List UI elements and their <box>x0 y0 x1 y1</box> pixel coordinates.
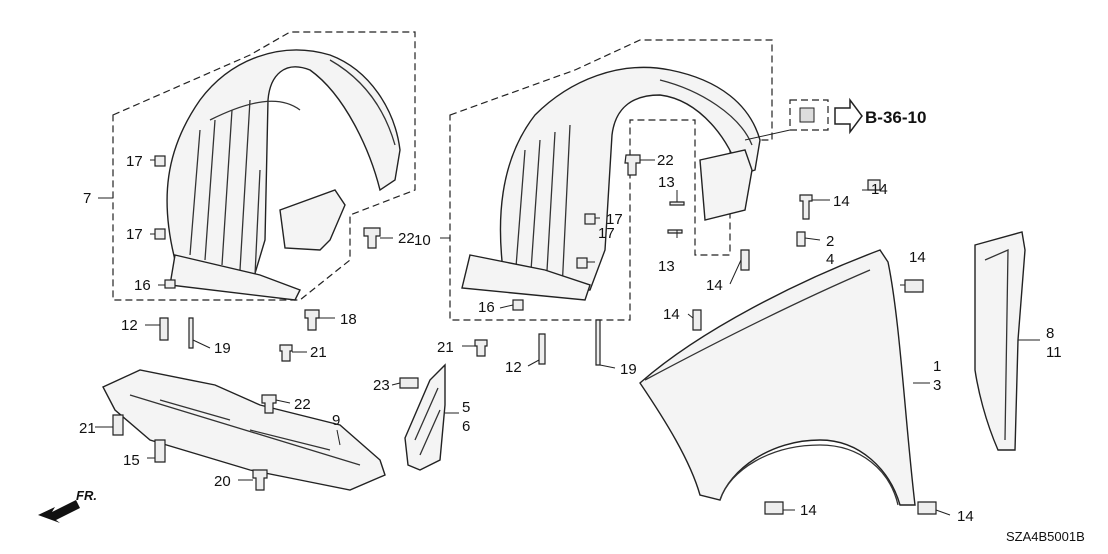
callout-14: 14 <box>909 249 926 266</box>
callout-8: 8 <box>1046 325 1055 342</box>
callout-21: 21 <box>79 420 96 437</box>
callout-18: 18 <box>340 311 357 328</box>
reference-box <box>744 97 863 141</box>
callout-20: 20 <box>214 473 231 490</box>
callout-6: 6 <box>462 418 471 435</box>
callout-22: 22 <box>657 152 674 169</box>
callout-17: 17 <box>126 226 143 243</box>
callout-16: 16 <box>478 299 495 316</box>
callout-16: 16 <box>134 277 151 294</box>
callout-14: 14 <box>957 508 974 525</box>
fender-side-seal <box>974 231 1026 451</box>
leader-lines <box>95 159 1040 516</box>
callout-14: 14 <box>706 277 723 294</box>
callout-11: 11 <box>1046 344 1062 361</box>
callout-21: 21 <box>310 344 327 361</box>
callout-15: 15 <box>123 452 140 469</box>
splash-shield <box>102 369 386 491</box>
callout-9: 9 <box>332 412 341 429</box>
callout-21: 21 <box>437 339 454 356</box>
callout-13: 13 <box>658 174 675 191</box>
callout-14: 14 <box>663 306 680 323</box>
callout-1: 1 <box>933 358 942 375</box>
callout-14: 14 <box>833 193 850 210</box>
callout-3: 3 <box>933 377 942 394</box>
callout-13: 13 <box>658 258 675 275</box>
right-fender-liner <box>449 39 773 321</box>
callout-17: 17 <box>598 225 615 242</box>
fasteners <box>112 154 937 515</box>
reference-label[interactable]: B-36-10 <box>865 108 927 127</box>
left-fender-liner <box>112 31 416 301</box>
front-indicator-label: FR. <box>76 488 97 503</box>
callout-4: 4 <box>826 251 835 268</box>
callout-10: 10 <box>414 232 431 249</box>
callout-22: 22 <box>294 396 311 413</box>
callout-19: 19 <box>620 361 637 378</box>
callout-17: 17 <box>606 211 623 228</box>
callout-14: 14 <box>871 181 888 198</box>
front-fender-panel <box>639 249 916 506</box>
callout-7: 7 <box>83 190 92 207</box>
callout-22: 22 <box>398 230 415 247</box>
fender-brace <box>404 363 446 471</box>
callout-12: 12 <box>505 359 522 376</box>
callout-23: 23 <box>373 377 390 394</box>
callout-14: 14 <box>800 502 817 519</box>
callout-2: 2 <box>826 233 835 250</box>
callout-19: 19 <box>214 340 231 357</box>
diagram-code: SZA4B5001B <box>1006 529 1085 544</box>
callout-17: 17 <box>126 153 143 170</box>
callout-5: 5 <box>462 399 471 416</box>
front-arrow-icon <box>38 500 80 523</box>
callout-12: 12 <box>121 317 138 334</box>
